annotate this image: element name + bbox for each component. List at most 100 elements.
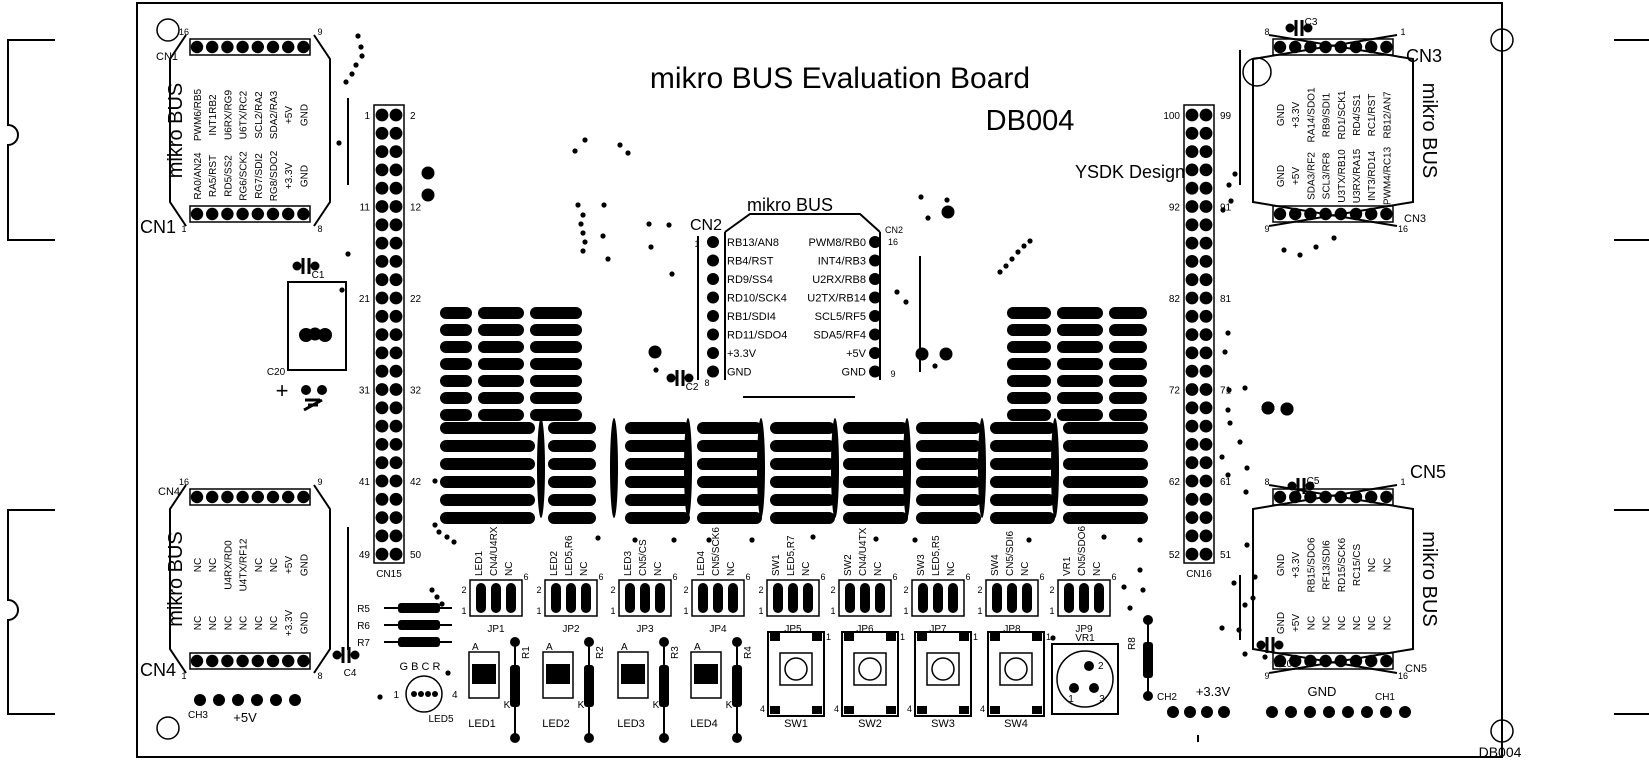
cn2-right-pin	[869, 310, 881, 322]
via	[1219, 454, 1225, 460]
via	[810, 534, 816, 540]
switch-pad	[844, 633, 854, 641]
via	[1219, 625, 1225, 631]
jumper-signal: VR1	[1062, 556, 1073, 576]
module-top-pin	[282, 490, 295, 504]
proto-pad	[1057, 358, 1103, 370]
module-outline	[313, 484, 331, 674]
header-pin	[375, 328, 389, 341]
header-pin	[389, 438, 403, 451]
proto-pad	[1109, 375, 1147, 387]
header-pin	[1199, 547, 1213, 561]
ch1-pin	[1399, 706, 1411, 718]
led-anode-label: A	[694, 642, 701, 653]
via-large	[308, 327, 322, 341]
via	[1003, 263, 1009, 269]
jumper-signal: CN5/SCK6	[711, 527, 722, 576]
jumper-pin	[933, 583, 943, 613]
jumper-pin	[1022, 583, 1032, 613]
via	[706, 537, 712, 543]
cn2-left-signal: GND	[727, 367, 752, 379]
module-top-signal: +3.3V	[1291, 551, 1302, 578]
module-bottom-pin	[221, 654, 234, 668]
pot-pin	[1084, 661, 1094, 671]
header-pin-number: 31	[359, 386, 371, 397]
module-top-pin	[221, 40, 234, 54]
via	[353, 62, 359, 68]
mount-hole-tl	[156, 18, 180, 42]
module-bottom-pin	[297, 207, 310, 221]
jumper-signal: LED5,R7	[786, 535, 797, 576]
module-bottom-signal: U3RX/RA15	[1352, 148, 1363, 203]
header-pin-number: 92	[1169, 203, 1181, 214]
proto-pad	[530, 307, 582, 319]
via	[429, 587, 435, 593]
module-top-pin	[190, 40, 204, 54]
proto-pad	[916, 476, 981, 488]
proto-pad	[1109, 409, 1147, 421]
header-pin	[1185, 255, 1199, 268]
cn2-left-signal: RD10/SCK4	[727, 293, 787, 305]
jumper-name: JP7	[929, 624, 947, 635]
module-top-signal: U6TX/RC2	[239, 90, 250, 139]
resistor-body	[510, 665, 520, 707]
led-anode-label: A	[621, 642, 628, 653]
jumper-pin	[1007, 583, 1017, 613]
via	[575, 202, 581, 208]
proto-pad	[440, 422, 535, 434]
module-pin-number: 16	[1398, 671, 1408, 681]
header-pin	[1199, 346, 1213, 360]
proto-pad	[478, 358, 524, 370]
c20-pin	[301, 385, 311, 395]
module-top-signal: RB12/AN7	[1382, 91, 1393, 139]
header-outline	[1183, 104, 1215, 564]
proto-pad	[916, 512, 981, 524]
module-top-signal: SDA2/RA3	[269, 90, 280, 139]
header-pin	[375, 492, 389, 506]
module-bottom-pin	[1380, 207, 1393, 221]
jumper-signal: SW4	[990, 554, 1001, 576]
module-bottom-signal: GND	[299, 165, 310, 187]
jumper-pin-number: 6	[820, 572, 825, 582]
module-top-header	[1272, 488, 1394, 506]
proto-pad	[440, 458, 535, 470]
header-name: CN16	[1186, 569, 1212, 580]
header-pin	[1185, 181, 1199, 195]
header-pin	[1185, 383, 1199, 396]
proto-pad	[770, 458, 835, 470]
header-pin-number: 49	[359, 550, 371, 561]
rgb-pin-number: 1	[393, 690, 399, 701]
jumper-outline	[691, 579, 745, 617]
via	[873, 536, 879, 542]
proto-pad	[1007, 375, 1051, 387]
proto-pad	[1063, 422, 1148, 434]
header-pin	[1185, 364, 1199, 378]
header-pin	[389, 218, 403, 232]
proto-divider	[831, 418, 839, 518]
jumper-pin	[860, 583, 870, 613]
module-top-signal: NC	[254, 558, 265, 572]
proto-pad	[843, 422, 908, 434]
module-bottom-signal: +3.3V	[284, 162, 295, 189]
header-pin-number: 22	[410, 294, 422, 305]
cn2-right-signal: U2RX/RB8	[812, 274, 866, 286]
jumper-signal: NC	[1092, 562, 1103, 576]
ch1-pin	[1266, 706, 1278, 718]
proto-pad	[478, 375, 524, 387]
led-outline	[542, 651, 574, 699]
pot-body	[1056, 650, 1114, 708]
via	[1021, 243, 1027, 249]
module-top-pin	[236, 490, 249, 504]
module-top-signal: +5V	[284, 556, 295, 574]
jumper-outline	[1057, 579, 1111, 617]
cn2-right-pin	[869, 291, 881, 304]
module-bottom-signal: NC	[1352, 616, 1363, 630]
c20-symbol	[303, 398, 323, 412]
header-pin	[1185, 401, 1199, 415]
via-large	[941, 205, 955, 219]
proto-pad	[843, 512, 908, 524]
ch2-pin	[1218, 706, 1230, 718]
module-bottom-pin	[236, 654, 249, 668]
jumper-outline	[469, 579, 523, 617]
